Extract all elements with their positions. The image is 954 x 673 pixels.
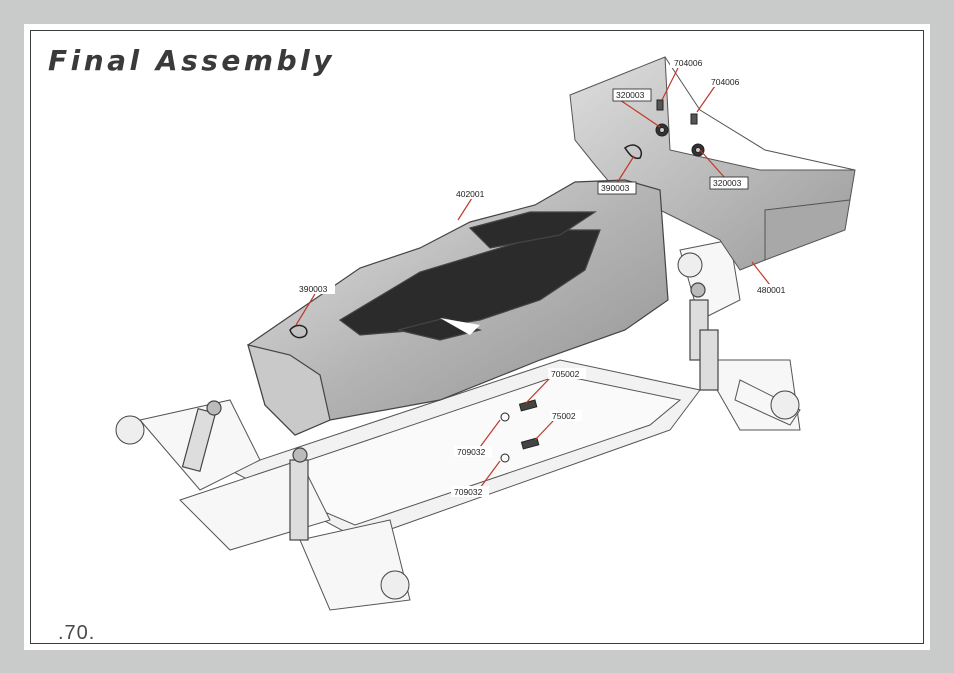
leader-lines (295, 67, 771, 489)
callout-labels: 704006 704006 320003 320003 390003 39000… (297, 57, 793, 497)
page-title: Final Assembly (48, 44, 335, 77)
page-frame-inner (30, 30, 924, 644)
callout-75002: 75002 (552, 411, 576, 421)
callout-704006-a: 704006 (674, 58, 703, 68)
callout-480001: 480001 (757, 285, 786, 295)
wheel-hubs (115, 252, 800, 600)
body-shell (247, 179, 669, 436)
callout-704006-b: 704006 (711, 77, 740, 87)
callout-705002: 705002 (551, 369, 580, 379)
callout-320003-a: 320003 (616, 90, 645, 100)
callout-709032-a: 709032 (457, 447, 486, 457)
callout-390003-b: 390003 (299, 284, 328, 294)
page-number: .70. (58, 622, 96, 644)
callout-709032-b: 709032 (454, 487, 483, 497)
shock-absorbers (181, 282, 719, 541)
callout-320003-b: 320003 (713, 178, 742, 188)
callout-390003-a: 390003 (601, 183, 630, 193)
callout-402001: 402001 (456, 189, 485, 199)
hardware-parts (289, 99, 705, 463)
